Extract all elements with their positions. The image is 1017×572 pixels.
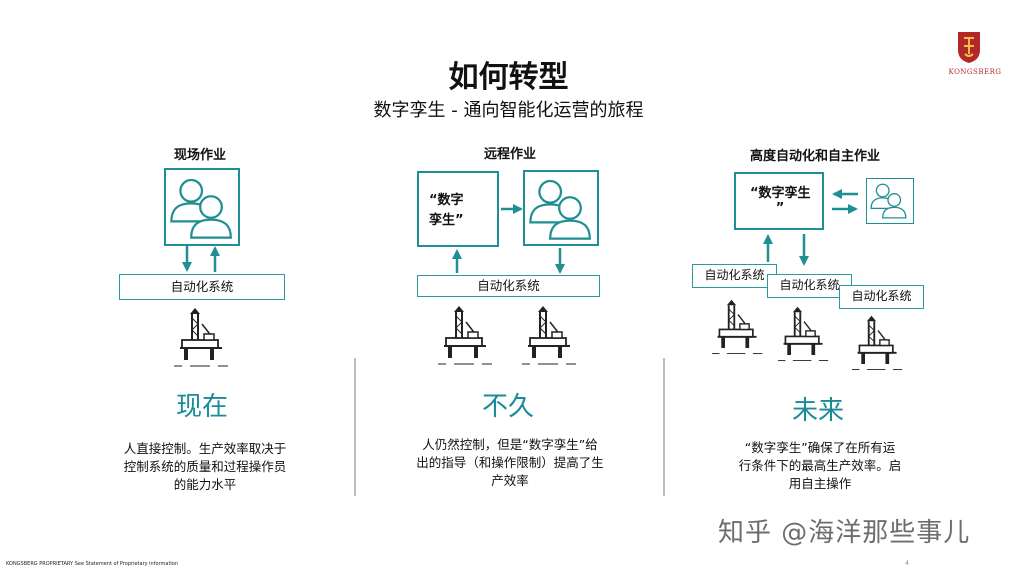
description-line: 行条件下的最高生产效率。启 xyxy=(738,458,902,473)
description-line: 人仍然控制，但是“数字孪生”给 xyxy=(422,437,598,452)
era-future: 未来 xyxy=(791,396,844,426)
description-line: 出的指导（和操作限制）提高了生 xyxy=(416,455,604,470)
column-heading-remote: 远程作业 xyxy=(483,147,536,162)
description-line: 的能力水平 xyxy=(173,477,237,492)
automation-system-label: 自动化系统 xyxy=(851,289,912,303)
digital-twin-label: 孪生” xyxy=(429,213,464,228)
page-subtitle: 数字孪生 - 通向智能化运营的旅程 xyxy=(373,100,644,121)
digital-twin-box: “数字孪生 ” xyxy=(734,172,824,230)
digital-twin-label: ” xyxy=(775,201,785,216)
digital-twin-label: “数字 xyxy=(429,193,464,208)
automation-system-box: 自动化系统 xyxy=(417,275,600,297)
oil-platform-icon xyxy=(520,302,580,372)
operator-box xyxy=(866,178,914,224)
description-soon: 人仍然控制，但是“数字孪生”给 出的指导（和操作限制）提高了生 产效率 xyxy=(385,436,635,490)
footer-proprietary: KONGSBERG PROPRIETARY See Statement of P… xyxy=(6,561,179,567)
brand-name: KONGSBERG xyxy=(948,68,1002,76)
automation-system-label: 自动化系统 xyxy=(704,268,765,282)
era-soon: 不久 xyxy=(481,392,534,422)
watermark: 知乎 @海洋那些事儿 xyxy=(718,518,971,548)
automation-system-label: 自动化系统 xyxy=(477,278,540,293)
description-line: 控制系统的质量和过程操作员 xyxy=(123,459,287,474)
automation-system-label: 自动化系统 xyxy=(779,278,840,292)
arrow-down-icon xyxy=(182,246,192,272)
era-now: 现在 xyxy=(175,392,228,422)
operator-box xyxy=(164,168,240,246)
automation-system-box: 自动化系统 xyxy=(119,274,285,300)
column-divider xyxy=(663,358,665,496)
column-heading-autonomous: 高度自动化和自主作业 xyxy=(749,149,880,164)
page-title: 如何转型 xyxy=(448,60,569,95)
automation-system-label: 自动化系统 xyxy=(170,279,234,294)
arrow-right-icon xyxy=(501,204,523,214)
page-number: 4 xyxy=(905,560,909,567)
oil-platform-icon xyxy=(172,304,232,374)
operator-box xyxy=(523,170,599,246)
arrow-up-icon xyxy=(210,246,220,272)
description-line: 用自主操作 xyxy=(788,476,852,491)
description-line: 产效率 xyxy=(491,473,529,488)
column-divider xyxy=(354,358,356,496)
person-group-icon xyxy=(166,170,238,244)
column-heading-onsite: 现场作业 xyxy=(173,148,226,163)
oil-platform-icon xyxy=(776,303,832,368)
oil-platform-icon xyxy=(850,312,906,377)
arrow-right-icon xyxy=(832,204,858,214)
arrow-up-icon xyxy=(763,234,773,262)
description-future: “数字孪生”确保了在所有运 行条件下的最高生产效率。启 用自主操作 xyxy=(700,439,940,493)
digital-twin-label: “数字孪生 xyxy=(750,186,811,201)
oil-platform-icon xyxy=(710,296,766,361)
description-line: “数字孪生”确保了在所有运 xyxy=(744,440,896,455)
arrow-up-icon xyxy=(452,249,462,273)
arrow-left-icon xyxy=(832,189,858,199)
kongsberg-crest-icon xyxy=(958,32,980,63)
arrow-down-icon xyxy=(799,234,809,266)
automation-system-box: 自动化系统 xyxy=(839,285,924,309)
oil-platform-icon xyxy=(436,302,496,372)
arrow-down-icon xyxy=(555,248,565,274)
automation-system-box: 自动化系统 xyxy=(692,264,777,288)
digital-twin-box: “数字 孪生” xyxy=(417,171,499,247)
person-group-icon xyxy=(525,172,597,244)
description-line: 人直接控制。生产效率取决于 xyxy=(123,441,287,456)
person-group-icon xyxy=(867,179,911,221)
description-now: 人直接控制。生产效率取决于 控制系统的质量和过程操作员 的能力水平 xyxy=(90,440,320,494)
